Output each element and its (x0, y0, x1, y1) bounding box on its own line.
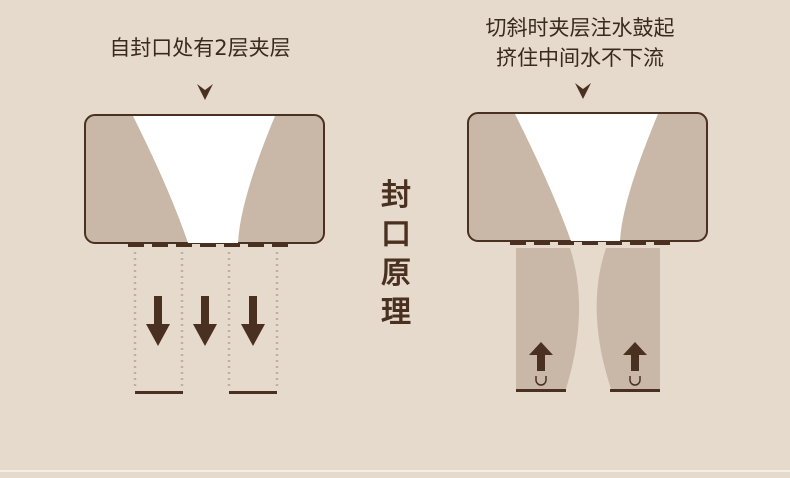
water-drop-icon (535, 376, 641, 386)
bottom-seal-right (516, 389, 566, 392)
bottom-seal-right (610, 389, 660, 392)
right-caption-line-2: 挤住中间水不下流 (496, 46, 664, 70)
center-title-char: 理 (381, 295, 411, 330)
center-title: 封 口 原 理 (378, 176, 414, 332)
arrow-down-icon (146, 296, 265, 346)
arrow-up-icon (529, 342, 647, 371)
swollen-layer-right (596, 248, 660, 389)
center-title-char: 口 (381, 217, 411, 252)
right-caption-line-1: 切斜时夹层注水鼓起 (485, 16, 675, 40)
seal-dashes-left (128, 243, 288, 247)
dotted-layers (133, 252, 279, 390)
chevron-down-icon (575, 83, 591, 99)
center-title-char: 封 (381, 178, 411, 213)
divider (0, 470, 790, 472)
right-caption: 切斜时夹层注水鼓起 挤住中间水不下流 (440, 13, 720, 73)
seal-dashes-right (510, 241, 670, 245)
swollen-layer-left (516, 248, 580, 389)
funnel-right (515, 114, 658, 241)
left-caption: 自封口处有2层夹层 (109, 36, 291, 60)
center-title-char: 原 (381, 256, 411, 291)
funnel-left (133, 116, 275, 243)
bottom-seal-left (229, 391, 277, 394)
bottom-seal-left (135, 391, 183, 394)
chevron-down-icon (197, 84, 213, 100)
